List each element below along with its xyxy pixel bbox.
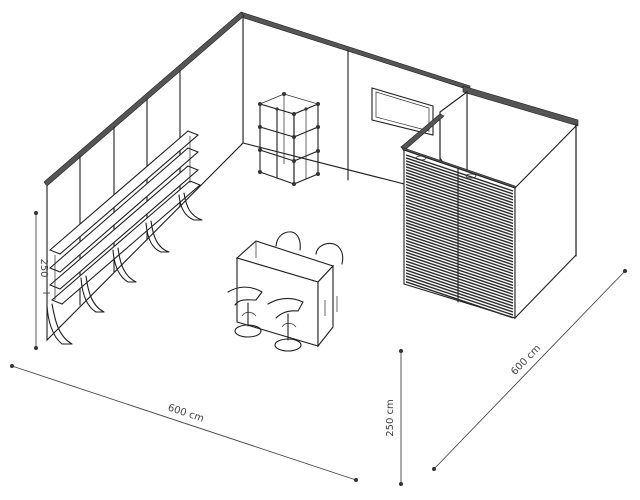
bar-stools	[227, 286, 304, 352]
door-slat	[405, 219, 514, 257]
door-slat	[405, 160, 514, 198]
dimension-lines	[10, 211, 627, 486]
door-slat	[405, 186, 514, 225]
door-slat	[405, 272, 514, 310]
door-slat	[405, 236, 514, 275]
door-slat	[405, 225, 514, 263]
depth-label: 600 cm	[509, 343, 543, 378]
wall-screen	[371, 87, 434, 136]
door-slat	[405, 183, 514, 222]
door-slat	[405, 245, 514, 284]
door-slat	[405, 257, 514, 295]
door-slat	[405, 281, 514, 319]
door-slat	[405, 254, 514, 292]
door-slat	[405, 260, 514, 298]
cube-shelf	[258, 92, 320, 186]
door-slat	[405, 198, 514, 236]
door-slat	[405, 242, 514, 281]
door-slat	[405, 204, 514, 242]
shelf-system	[46, 130, 203, 345]
door-slat	[405, 210, 514, 248]
door-slat	[405, 248, 514, 287]
door-slat	[405, 207, 514, 245]
door-slat	[405, 177, 514, 216]
door-slat	[405, 169, 514, 207]
wall-height-label: 250	[38, 258, 49, 277]
door-slat	[405, 216, 514, 254]
door-slat	[405, 278, 514, 316]
door-slat	[405, 239, 514, 278]
door-slat	[405, 269, 514, 307]
door-slat	[405, 180, 514, 219]
door-slat	[405, 222, 514, 260]
door-slat	[405, 231, 514, 269]
door-slat	[405, 201, 514, 239]
door-slat	[405, 233, 514, 272]
door-slat	[405, 189, 514, 228]
door-slat	[405, 166, 514, 204]
door-slats	[405, 154, 514, 319]
door-slat	[405, 172, 514, 210]
door-slat	[405, 275, 514, 313]
height-label: 250 cm	[385, 399, 396, 437]
door-slat	[405, 213, 514, 251]
width-label: 600 cm	[166, 403, 205, 425]
door-slat	[405, 192, 514, 231]
door-slat	[405, 157, 514, 195]
door-slat	[405, 228, 514, 266]
door-slat	[405, 163, 514, 201]
bar-counter	[235, 240, 334, 348]
door-slat	[405, 266, 514, 304]
door-slat	[405, 174, 514, 213]
back-chairs	[275, 231, 344, 316]
door-slat	[405, 263, 514, 301]
door-slat	[405, 154, 514, 192]
door-slat	[405, 195, 514, 233]
door-slat	[405, 251, 514, 290]
